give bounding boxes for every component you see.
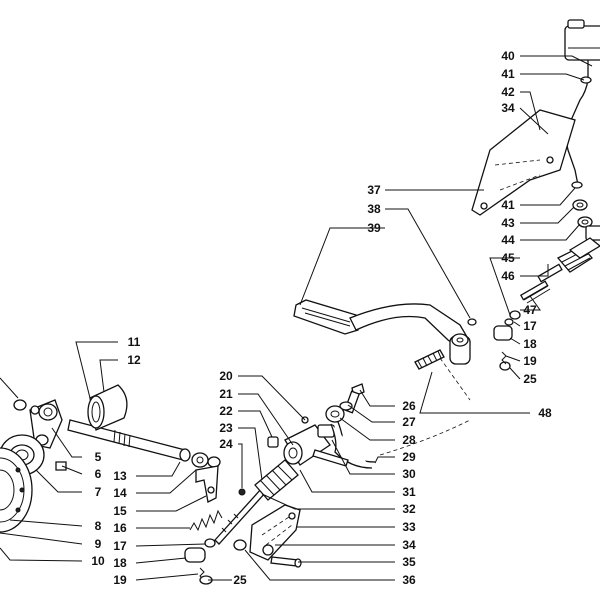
slave-cylinder (283, 416, 335, 466)
callout-38: 38 (367, 202, 381, 216)
callout-19-upper: 19 (523, 354, 537, 368)
callout-17-lower: 17 (113, 539, 127, 553)
callout-20: 20 (219, 369, 233, 383)
callout-labels: 5 6 7 8 9 10 11 12 13 14 15 16 17 18 19 … (91, 49, 552, 587)
callout-41-top: 41 (501, 67, 515, 81)
callout-33: 33 (402, 520, 416, 534)
bushing-11 (87, 384, 128, 431)
callout-41-mid: 41 (501, 198, 515, 212)
callout-22: 22 (219, 404, 233, 418)
nut-22 (267, 436, 279, 448)
callout-6: 6 (95, 467, 102, 481)
spring-16 (189, 509, 223, 532)
callout-9: 9 (95, 537, 102, 551)
callout-47: 47 (523, 303, 537, 317)
callout-35: 35 (402, 555, 416, 569)
callout-21: 21 (219, 387, 233, 401)
callout-11: 11 (128, 335, 141, 349)
callout-24: 24 (219, 437, 233, 451)
clutch-pedal (293, 299, 477, 365)
callout-31: 31 (402, 485, 416, 499)
callout-39: 39 (367, 221, 381, 235)
callout-45: 45 (501, 251, 515, 265)
callout-19-lower: 19 (113, 573, 127, 587)
clevis-18-lower (184, 547, 206, 563)
callout-48: 48 (538, 406, 552, 420)
callout-40: 40 (501, 49, 515, 63)
callout-18-upper: 18 (523, 337, 537, 351)
callout-5: 5 (95, 450, 102, 464)
master-cylinder (504, 237, 600, 326)
cross-shaft-13 (67, 419, 191, 462)
callout-17-upper: 17 (523, 319, 537, 333)
callout-13: 13 (113, 469, 127, 483)
callout-30: 30 (402, 467, 416, 481)
callout-14: 14 (113, 486, 127, 500)
callout-37: 37 (367, 183, 381, 197)
seal-44 (577, 216, 593, 228)
callout-25-lower: 25 (233, 573, 247, 587)
callout-42: 42 (501, 85, 515, 99)
callout-25-upper: 25 (523, 372, 537, 386)
callout-12: 12 (127, 353, 141, 367)
parts-drawings (0, 19, 600, 585)
callout-28: 28 (402, 433, 416, 447)
callout-34-upper: 34 (501, 101, 515, 115)
fluid-reservoir (564, 19, 600, 61)
callout-26: 26 (402, 399, 416, 413)
mounting-bracket-37 (471, 109, 576, 216)
bracket-14 (191, 452, 221, 503)
callout-36: 36 (402, 573, 416, 587)
callout-46: 46 (501, 269, 515, 283)
callout-34-lower: 34 (402, 538, 416, 552)
leader-lines (0, 55, 593, 581)
callout-27: 27 (402, 415, 416, 429)
return-spring-48 (414, 349, 445, 370)
callout-44: 44 (501, 233, 515, 247)
callout-15: 15 (113, 504, 127, 518)
callout-29: 29 (402, 450, 416, 464)
clevis-18-upper (493, 325, 513, 341)
callout-16: 16 (113, 521, 127, 535)
clutch-plate (0, 447, 33, 533)
callout-7: 7 (95, 485, 102, 499)
callout-10: 10 (91, 554, 105, 568)
callout-32: 32 (402, 502, 416, 516)
seal-43 (572, 199, 588, 211)
callout-43: 43 (501, 216, 515, 230)
callout-8: 8 (95, 519, 102, 533)
callout-18-lower: 18 (113, 556, 127, 570)
callout-23: 23 (219, 421, 233, 435)
